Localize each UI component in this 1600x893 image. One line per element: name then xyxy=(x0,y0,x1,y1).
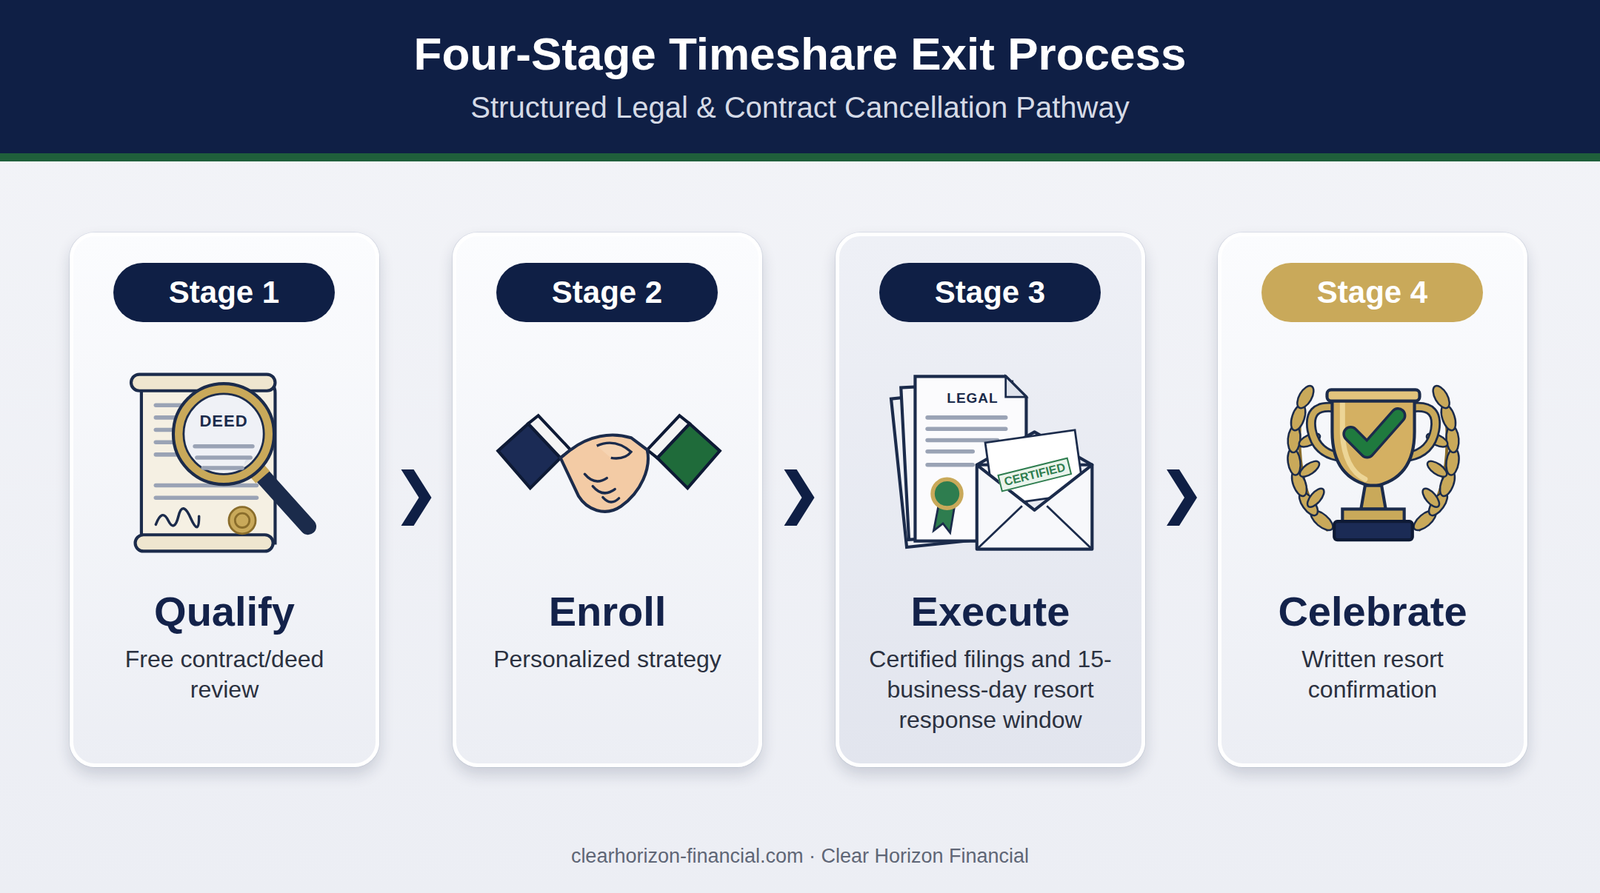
magnifier xyxy=(178,388,269,480)
paper-stack xyxy=(927,462,973,468)
deed-scroll xyxy=(228,507,256,535)
magnifier xyxy=(194,444,253,449)
stage-number: Stage 2 xyxy=(496,262,718,323)
stage-pill: Stage 1 xyxy=(113,262,335,323)
stage-description: Free contract/deed review xyxy=(98,644,351,706)
stage-chevron xyxy=(762,495,836,500)
deed-scroll xyxy=(234,513,249,528)
trophy-cup xyxy=(1342,509,1404,523)
deed-scroll xyxy=(155,495,257,500)
magnifier xyxy=(197,455,251,460)
deed-scroll xyxy=(141,382,276,544)
clasped-hands xyxy=(584,474,607,482)
magnifier xyxy=(202,465,243,471)
deed-scroll xyxy=(155,508,199,528)
magnifier xyxy=(173,383,275,485)
deed-scroll xyxy=(135,534,274,552)
stage-number: Stage 4 xyxy=(1261,262,1483,323)
paper-stack xyxy=(927,449,973,455)
stage-heading: Execute xyxy=(839,585,1142,638)
deed-icon xyxy=(120,370,327,556)
paper-stack xyxy=(927,415,1006,420)
trophy-cup xyxy=(1360,485,1386,510)
clasped-hands xyxy=(602,497,620,503)
clasped-hands xyxy=(592,486,615,494)
trophy-icon xyxy=(1270,370,1477,556)
stage-pill: Stage 2 xyxy=(496,262,718,323)
clasped-hands xyxy=(597,442,632,459)
trophy-cup xyxy=(1350,415,1398,451)
icon-label: LEGAL xyxy=(946,390,998,407)
stage-description: Written resort confirmation xyxy=(1246,644,1499,706)
ribbon-seal xyxy=(932,479,962,533)
certified-envelope xyxy=(977,430,1093,550)
stage-heading: Qualify xyxy=(73,585,376,638)
stage-number: Stage 3 xyxy=(879,262,1101,323)
trophy-cup xyxy=(1327,389,1420,401)
stage-heading: Celebrate xyxy=(1221,585,1524,638)
stage-number: Stage 1 xyxy=(113,262,335,323)
stage-description: Certified filings and 15-business-day re… xyxy=(864,644,1117,736)
trophy-cup xyxy=(1350,415,1398,451)
stage-pill: Stage 4 xyxy=(1261,262,1483,323)
certified-envelope xyxy=(977,505,1093,549)
magnifier xyxy=(183,394,264,475)
stage-chevron xyxy=(379,495,453,500)
stage-heading: Enroll xyxy=(456,585,759,638)
header-stripe xyxy=(0,153,1600,162)
paper-stack xyxy=(927,426,1006,432)
deed-scroll xyxy=(131,374,275,552)
stage-description: Personalized strategy xyxy=(481,644,734,675)
footer-credit: clearhorizon-financial.com · Clear Horiz… xyxy=(571,845,1029,869)
icon-label: DEED xyxy=(199,411,248,432)
trophy-cup xyxy=(1334,521,1413,540)
ribbon-seal xyxy=(932,479,962,509)
page-title: Four-Stage Timeshare Exit Process xyxy=(414,27,1187,80)
stage-chevron xyxy=(1145,495,1218,500)
subtitle: Structured Legal & Contract Cancellation… xyxy=(470,91,1129,125)
handshake-icon xyxy=(497,395,720,527)
magnifier xyxy=(194,446,253,469)
deed-scroll xyxy=(155,483,257,489)
stage-pill: Stage 3 xyxy=(879,262,1101,323)
trophy-cup xyxy=(1331,397,1415,487)
